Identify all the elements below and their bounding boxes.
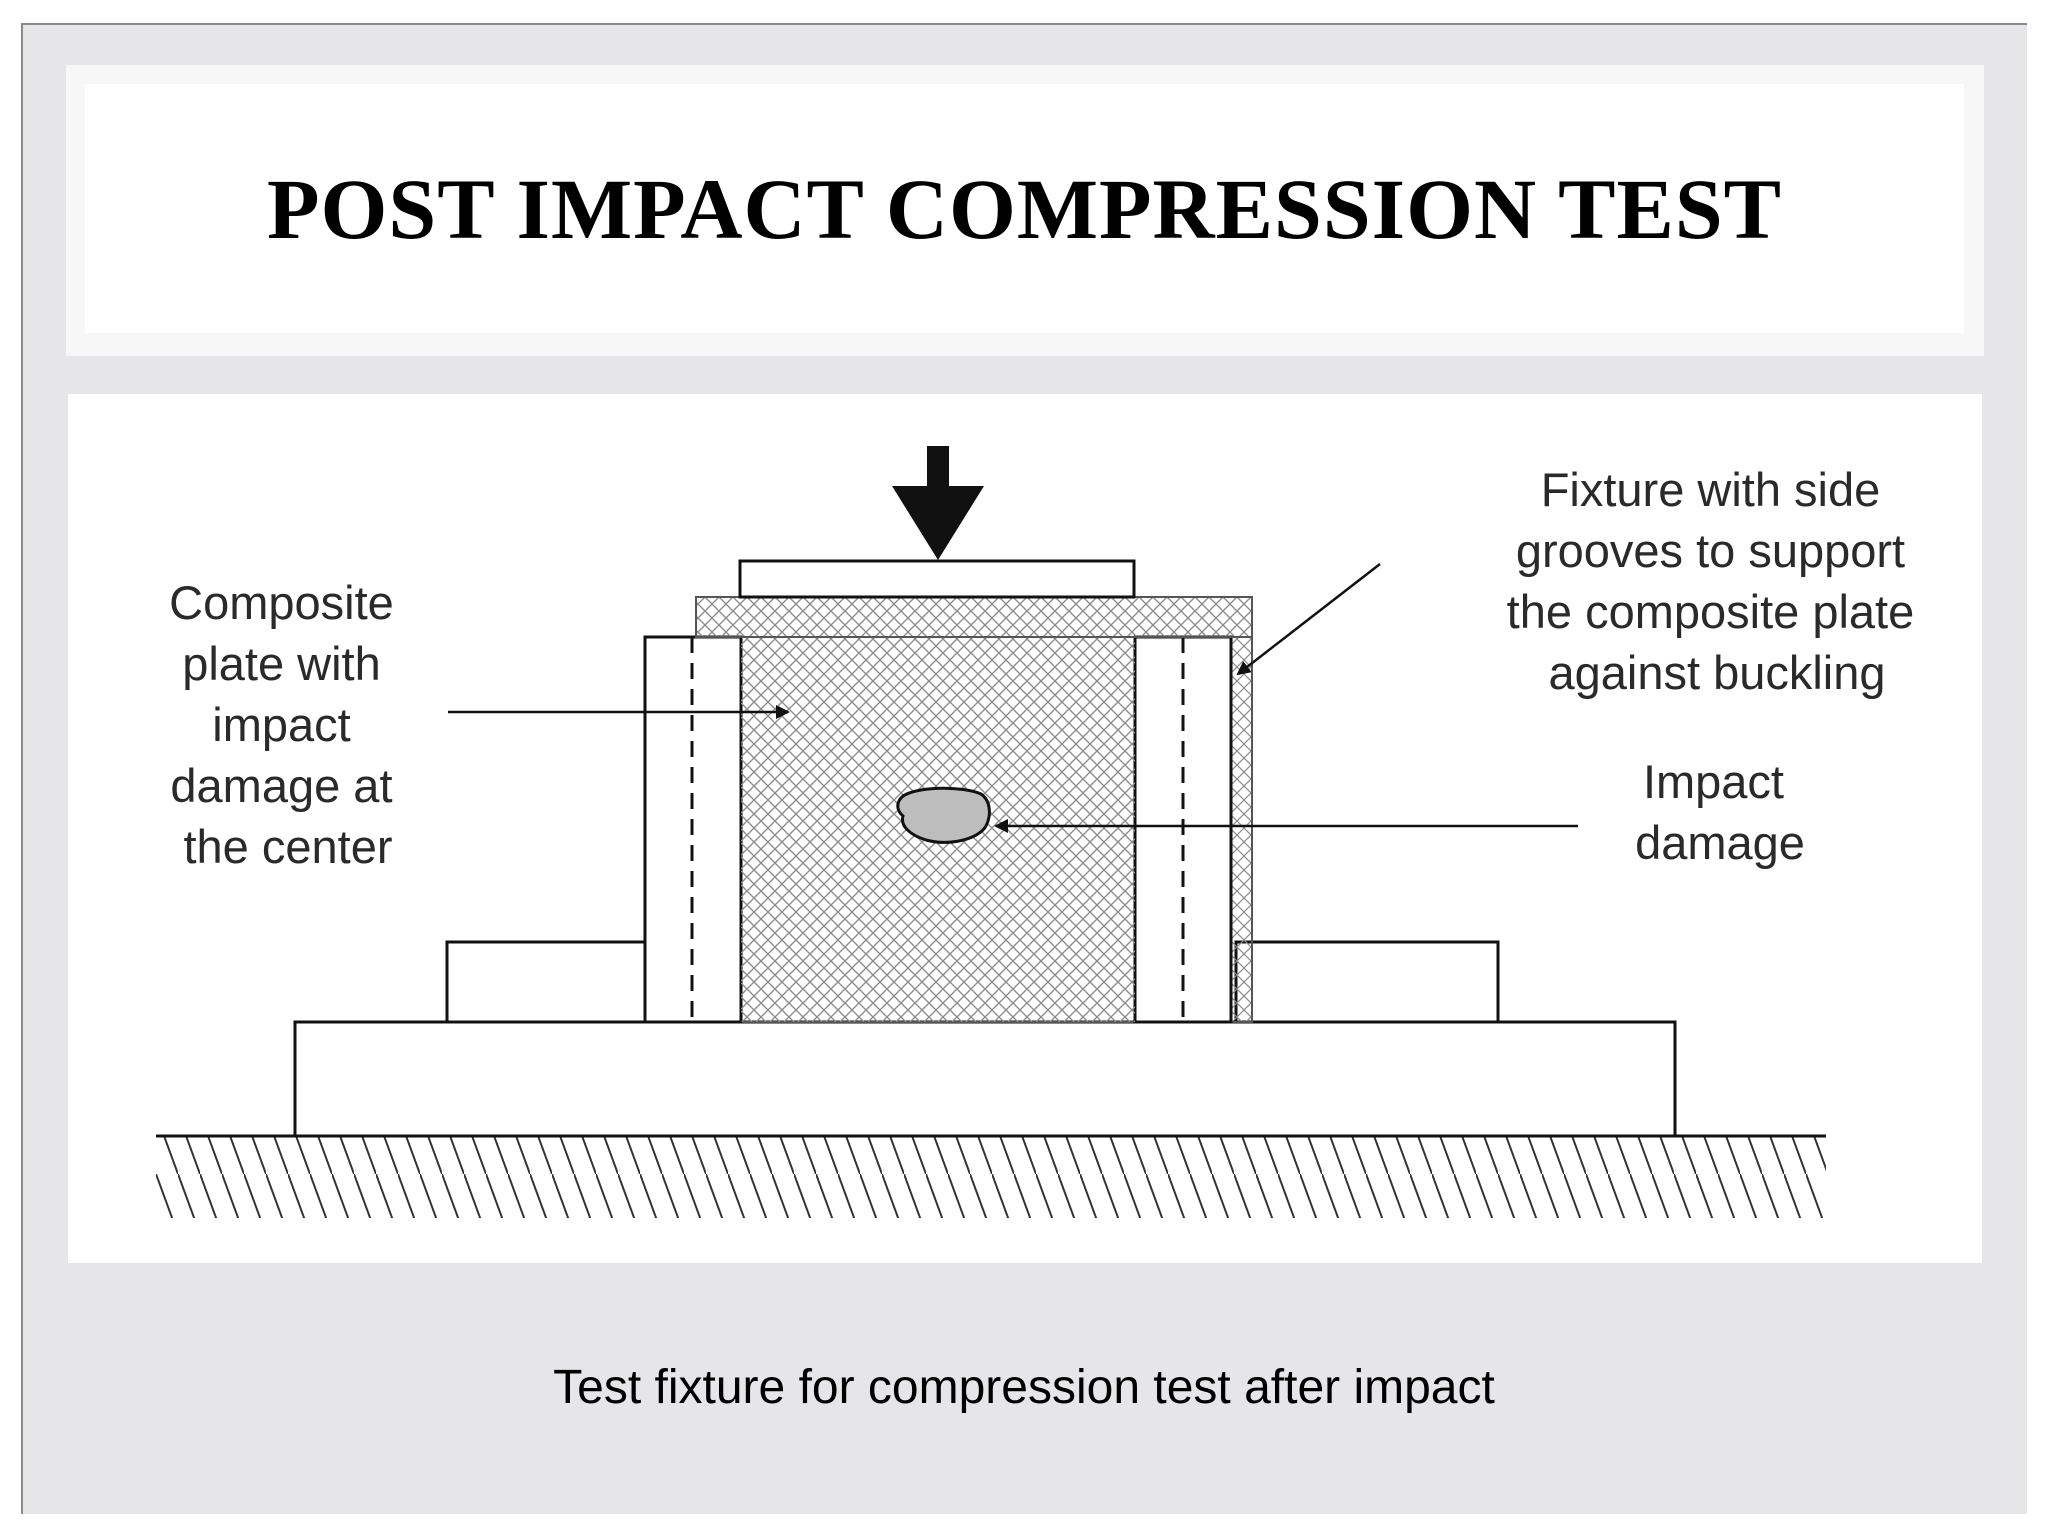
label-fixture: Fixture with side grooves to support the… <box>1507 463 1928 699</box>
figure-panel: Composite plate with impact damage at th… <box>68 394 1982 1263</box>
fixture-leader <box>1236 563 1381 676</box>
figure-caption: Test fixture for compression test after … <box>553 1361 1495 1414</box>
title-box: POST IMPACT COMPRESSION TEST <box>85 84 1964 333</box>
base-plate <box>293 1020 1677 1138</box>
slide-title: POST IMPACT COMPRESSION TEST <box>266 160 1783 257</box>
impact-damage-shape <box>896 786 991 844</box>
fixture-diagram: Composite plate with impact damage at th… <box>156 446 1928 1218</box>
label-composite-plate: Composite plate with impact damage at th… <box>169 576 407 873</box>
top-load-block <box>738 559 1136 599</box>
ground-hatch <box>156 1136 1826 1218</box>
right-foot <box>1234 940 1500 1024</box>
load-arrow-icon <box>892 446 984 560</box>
label-impact-damage: Impact damage <box>1635 755 1805 869</box>
composite-plate-top <box>695 596 1253 638</box>
